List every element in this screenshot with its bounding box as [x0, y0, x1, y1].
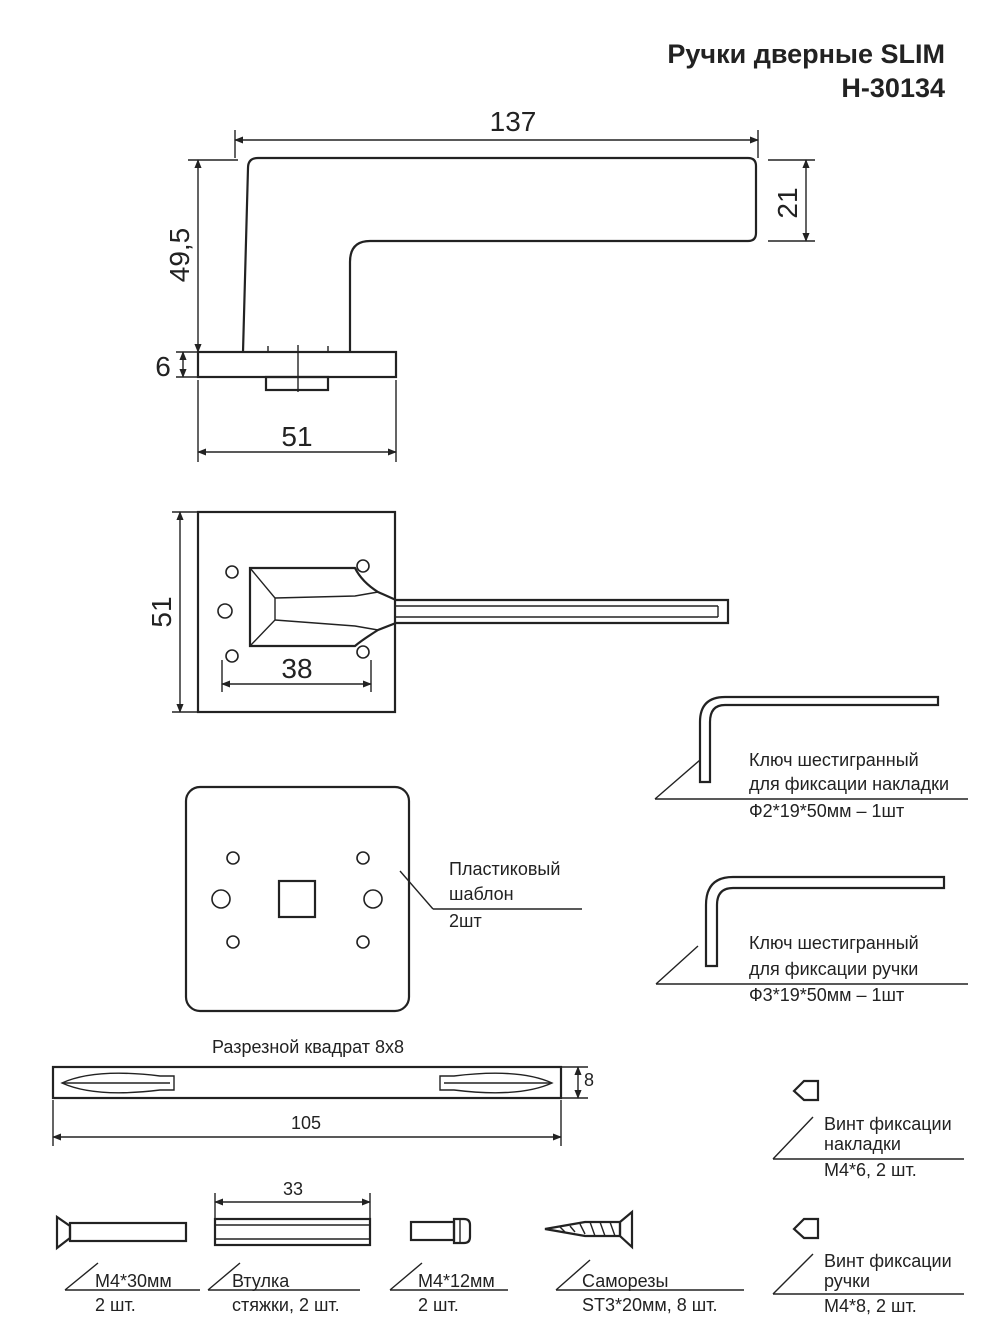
- dim-8-label: 8: [584, 1070, 594, 1090]
- rosette-side: [196, 350, 398, 379]
- dim-rosette-thickness: 6: [155, 351, 198, 382]
- dim-105-label: 105: [291, 1113, 321, 1133]
- dim-handle-length: 137: [234, 106, 759, 158]
- dim-rosette-height: 51: [146, 511, 198, 713]
- bolt-m4x12: М4*12мм 2 шт.: [389, 1217, 508, 1315]
- self-tapping-line-1: Саморезы: [582, 1271, 668, 1291]
- dim-21-label: 21: [772, 187, 803, 218]
- bolt-m4x30-line-1: М4*30мм: [95, 1271, 172, 1291]
- screw-handle-line-1: Винт фиксации: [824, 1251, 952, 1271]
- self-tapping-screw: Саморезы ST3*20мм, 8 шт.: [544, 1209, 744, 1315]
- dim-spindle-length: 105: [52, 1100, 562, 1146]
- spindle-title: Разрезной квадрат 8х8: [212, 1037, 404, 1057]
- spindle: Разрезной квадрат 8х8: [51, 1037, 563, 1100]
- dim-total-height: 49,5: [164, 159, 238, 353]
- hex-key-1-line-1: Ключ шестигранный: [749, 750, 919, 770]
- dim-38-label: 38: [281, 653, 312, 684]
- dim-49-5-label: 49,5: [164, 228, 195, 283]
- template-line-2: шаблон: [449, 884, 514, 904]
- hex-key-2-line-2: для фиксации ручки: [749, 959, 918, 979]
- screw-rosette-line-2: накладки: [824, 1134, 901, 1154]
- screw-handle-line-3: М4*8, 2 шт.: [824, 1296, 917, 1316]
- handle-side-view: [196, 156, 758, 392]
- dim-51-width-label: 51: [281, 421, 312, 452]
- hex-key-2-line-3: Ф3*19*50мм – 1шт: [749, 985, 904, 1005]
- bolt-m4x12-line-2: 2 шт.: [418, 1295, 459, 1315]
- bolt-m4x12-line-1: М4*12мм: [418, 1271, 495, 1291]
- bushing-line-2: стяжки, 2 шт.: [232, 1295, 340, 1315]
- screw-rosette-line-1: Винт фиксации: [824, 1114, 952, 1134]
- dim-33-label: 33: [283, 1179, 303, 1199]
- hex-key-2-line-1: Ключ шестигранный: [749, 933, 919, 953]
- dim-6-label: 6: [155, 351, 171, 382]
- self-tapping-line-2: ST3*20мм, 8 шт.: [582, 1295, 718, 1315]
- dim-bushing-length: 33: [214, 1179, 371, 1218]
- title-line-1: Ручки дверные SLIM: [667, 39, 945, 69]
- dim-screw-spacing: 38: [221, 653, 372, 692]
- hex-key-1-line-2: для фиксации накладки: [749, 774, 949, 794]
- dim-51-height-label: 51: [146, 596, 177, 627]
- screw-handle-line-2: ручки: [824, 1271, 870, 1291]
- dim-lever-height: 21: [768, 159, 815, 242]
- plastic-template: Пластиковый шаблон 2шт: [184, 785, 582, 1013]
- dim-spindle-size: 8: [561, 1066, 594, 1099]
- screw-rosette-line-3: М4*6, 2 шт.: [824, 1160, 917, 1180]
- bushing: Втулка стяжки, 2 шт.: [207, 1217, 372, 1315]
- screw-handle: Винт фиксации ручки М4*8, 2 шт.: [772, 1217, 964, 1316]
- hex-key-1-line-3: Ф2*19*50мм – 1шт: [749, 801, 904, 821]
- bolt-m4x30-line-2: 2 шт.: [95, 1295, 136, 1315]
- title-line-2: H-30134: [841, 73, 945, 103]
- hex-key-2: Ключ шестигранный для фиксации ручки Ф3*…: [655, 875, 968, 1005]
- spindle-stub: [264, 375, 330, 392]
- template-line-1: Пластиковый: [449, 859, 560, 879]
- dim-rosette-width: 51: [197, 380, 397, 462]
- handle-front-view: [196, 510, 730, 714]
- bolt-m4x30: М4*30мм 2 шт.: [55, 1214, 200, 1315]
- dim-137-label: 137: [490, 106, 537, 137]
- rosette-front: [196, 510, 397, 714]
- bushing-line-1: Втулка: [232, 1271, 290, 1291]
- template-line-3: 2шт: [449, 911, 482, 931]
- screw-rosette: Винт фиксации накладки М4*6, 2 шт.: [772, 1079, 964, 1180]
- hex-key-1: Ключ шестигранный для фиксации накладки …: [654, 695, 968, 821]
